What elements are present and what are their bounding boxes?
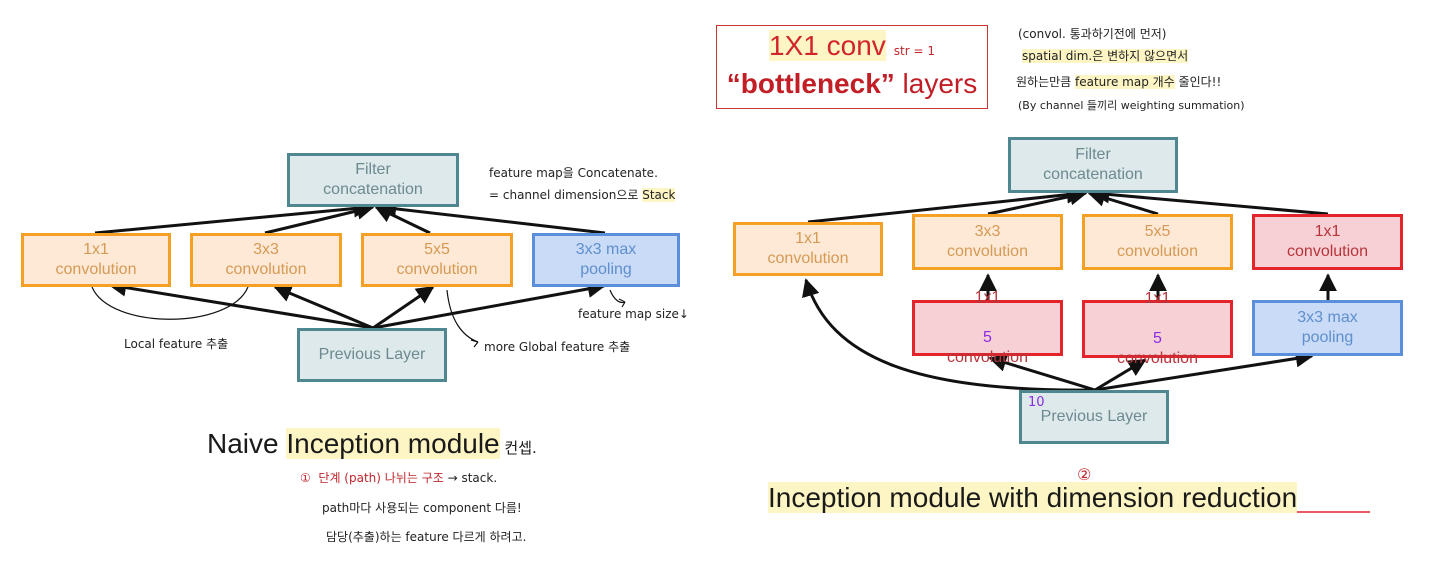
arrow-left-prev-conv5 xyxy=(372,285,435,330)
left-filter-concatenation: Filter concatenation xyxy=(287,153,459,207)
left-list-item-3: 담당(추출)하는 feature 다르게 하려고. xyxy=(326,530,527,544)
right-conv-1x1: 1x1 convolution xyxy=(733,222,883,276)
right-note-2: spatial dim.은 변하지 않으면서 xyxy=(1022,49,1189,63)
note-map-size: feature map size↓ xyxy=(578,307,689,321)
note-local-feature: Local feature 추출 xyxy=(124,337,229,351)
curve-mapsize xyxy=(609,289,626,304)
left-maxpool-3x3: 3x3 max pooling xyxy=(532,233,680,287)
right-num-2: ② xyxy=(1077,465,1092,484)
right-maxpool-3x3: 3x3 max pooling xyxy=(1252,300,1403,356)
left-previous-layer: Previous Layer xyxy=(297,328,447,382)
left-title: Naive Inception module 컨셉. xyxy=(207,428,537,459)
arrow-left-conv1-filter xyxy=(94,199,372,235)
left-conv-3x3: 3x3 convolution xyxy=(190,233,342,287)
left-conv-5x5: 5x5 convolution xyxy=(361,233,513,287)
curve-local-feature xyxy=(91,286,249,320)
arrow-right-prev-red2 xyxy=(1094,358,1147,392)
arrow-left-prev-conv1 xyxy=(108,278,374,330)
right-conv-3x3: 3x3 convolution xyxy=(912,214,1063,270)
note-concat-1: feature map을 Concatenate. xyxy=(489,166,658,180)
note-concat-2: = channel dimension으로 Stack xyxy=(489,188,676,202)
right-reduce-1x1-b: 1x1 5 convolution xyxy=(1082,290,1233,367)
left-conv-1x1: 1x1 convolution xyxy=(21,233,171,287)
right-title: Inception module with dimension reductio… xyxy=(768,482,1298,513)
arrow-right-prev-conv1 xyxy=(802,278,1096,392)
right-note-1: (convol. 통과하기전에 먼저) xyxy=(1018,27,1167,41)
right-conv-1x1-after-pool: 1x1 convolution xyxy=(1252,214,1403,270)
arrow-right-prev-pool xyxy=(1094,349,1314,392)
right-previous-layer: Previous Layer xyxy=(1019,390,1169,444)
left-list-item-1: ① 단계 (path) 나뉘는 구조 → stack. xyxy=(300,471,498,485)
left-list-item-2: path마다 사용되는 component 다름! xyxy=(322,501,522,515)
arrow-left-conv3-filter xyxy=(264,202,375,235)
arrow-left-pool-filter xyxy=(378,199,606,235)
arrow-right-conv3-filter xyxy=(987,187,1088,216)
note-global-feature: more Global feature 추출 xyxy=(484,340,631,354)
bottleneck-box xyxy=(716,25,988,109)
arrow-right-prev-red1 xyxy=(988,354,1096,392)
right-reduce-1x1-a: 1x1 5 convolution xyxy=(912,289,1063,366)
arrow-left-prev-pool xyxy=(372,280,606,330)
curve-global-feature xyxy=(446,289,479,343)
right-filter-concatenation: Filter concatenation xyxy=(1008,137,1178,193)
right-conv-5x5: 5x5 convolution xyxy=(1082,214,1233,270)
right-prev-num: 10 xyxy=(1028,395,1045,410)
right-note-4: (By channel 들끼리 weighting summation) xyxy=(1018,99,1245,112)
arrow-right-conv1b-filter xyxy=(1091,185,1329,216)
right-note-3: 원하는만큼 feature map 개수 줄인다!! xyxy=(1016,75,1222,89)
bottleneck-title-line2: “bottleneck” layers xyxy=(726,68,978,99)
arrow-right-conv1-filter xyxy=(807,185,1085,224)
arrow-left-prev-conv3 xyxy=(273,284,374,330)
